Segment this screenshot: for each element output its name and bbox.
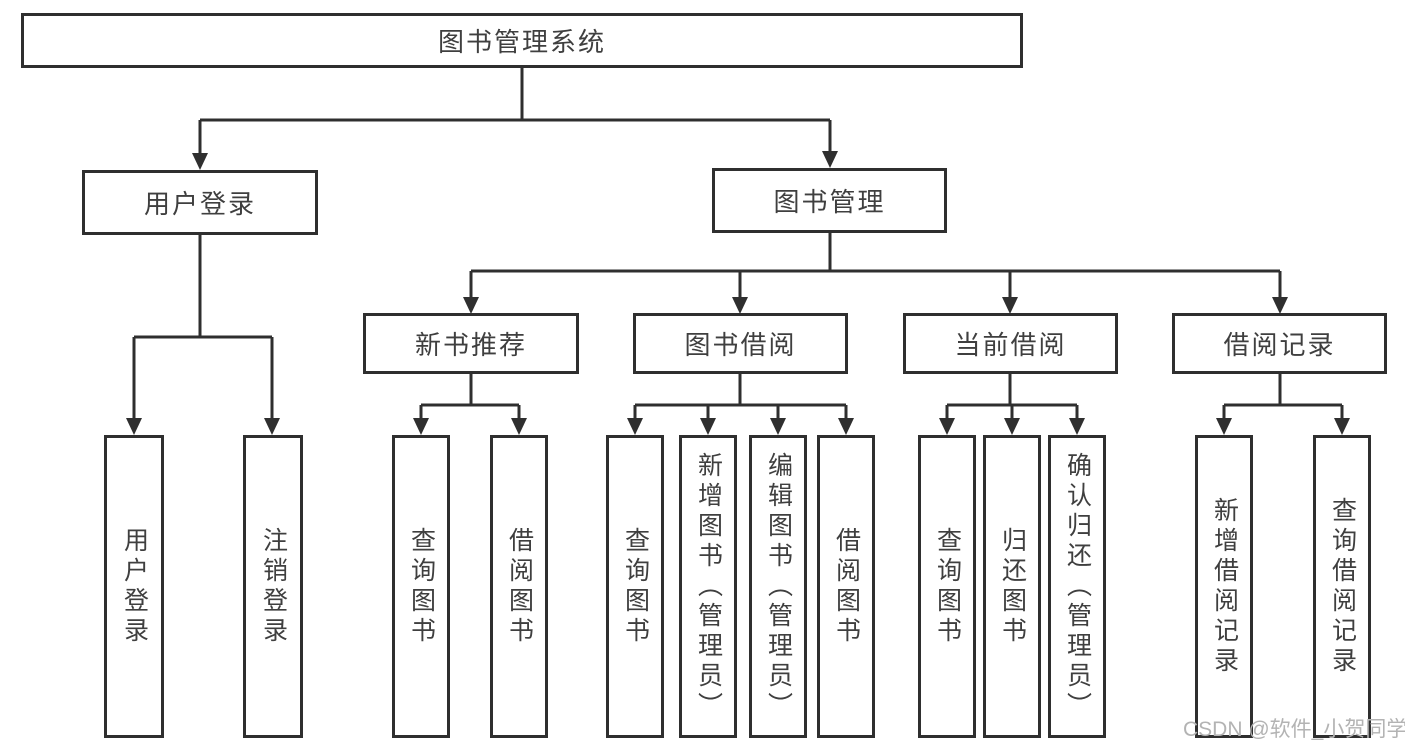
- node-book-management-branch-label: 图书管理: [773, 187, 886, 217]
- leaf-borrow-books-borrowing-label: 借阅图书: [832, 526, 861, 647]
- leaf-add-borrow-record-label: 新增借阅记录: [1210, 496, 1239, 677]
- arrowheads: [126, 151, 1350, 435]
- leaf-edit-books-admin-label: 编辑图书（管理员）: [764, 451, 793, 722]
- leaf-user-login-label: 用户登录: [120, 526, 149, 647]
- leaf-query-borrow-record: 查询借阅记录: [1313, 435, 1371, 738]
- leaf-add-books-admin: 新增图书（管理员）: [679, 435, 737, 738]
- leaf-borrow-books-recommend: 借阅图书: [490, 435, 548, 738]
- node-borrowing-records: 借阅记录: [1172, 313, 1387, 374]
- leaf-add-books-admin-label: 新增图书（管理员）: [694, 451, 723, 722]
- leaf-query-books-current-label: 查询图书: [933, 526, 962, 647]
- leaf-query-books-borrowing-label: 查询图书: [621, 526, 650, 647]
- leaf-query-books-borrowing: 查询图书: [606, 435, 664, 738]
- node-user-login-branch-label: 用户登录: [143, 189, 256, 219]
- leaf-user-login: 用户登录: [104, 435, 164, 738]
- node-borrowing-records-label: 借阅记录: [1223, 330, 1336, 360]
- leaf-edit-books-admin: 编辑图书（管理员）: [749, 435, 807, 738]
- node-new-book-recommend: 新书推荐: [363, 313, 579, 374]
- leaf-query-books-recommend: 查询图书: [392, 435, 450, 738]
- leaf-return-books: 归还图书: [983, 435, 1041, 738]
- leaf-borrow-books-recommend-label: 借阅图书: [505, 526, 534, 647]
- node-current-borrowing-label: 当前借阅: [954, 330, 1067, 360]
- node-book-management-branch: 图书管理: [712, 168, 947, 233]
- leaf-return-books-label: 归还图书: [998, 526, 1027, 647]
- leaf-query-books-recommend-label: 查询图书: [407, 526, 436, 647]
- leaf-query-borrow-record-label: 查询借阅记录: [1328, 496, 1357, 677]
- leaf-query-books-current: 查询图书: [918, 435, 976, 738]
- leaf-borrow-books-borrowing: 借阅图书: [817, 435, 875, 738]
- leaf-confirm-return-admin: 确认归还（管理员）: [1048, 435, 1106, 738]
- node-root: 图书管理系统: [21, 13, 1023, 68]
- node-book-borrowing-label: 图书借阅: [684, 330, 797, 360]
- node-root-label: 图书管理系统: [437, 27, 606, 57]
- node-current-borrowing: 当前借阅: [903, 313, 1118, 374]
- leaf-logout-label: 注销登录: [259, 526, 288, 647]
- leaf-add-borrow-record: 新增借阅记录: [1195, 435, 1253, 738]
- node-user-login-branch: 用户登录: [82, 170, 318, 235]
- leaf-logout: 注销登录: [243, 435, 303, 738]
- leaf-confirm-return-admin-label: 确认归还（管理员）: [1063, 451, 1092, 722]
- csdn-watermark: CSDN @软件_小贺同学: [1183, 718, 1405, 741]
- node-book-borrowing: 图书借阅: [633, 313, 848, 374]
- node-new-book-recommend-label: 新书推荐: [414, 330, 527, 360]
